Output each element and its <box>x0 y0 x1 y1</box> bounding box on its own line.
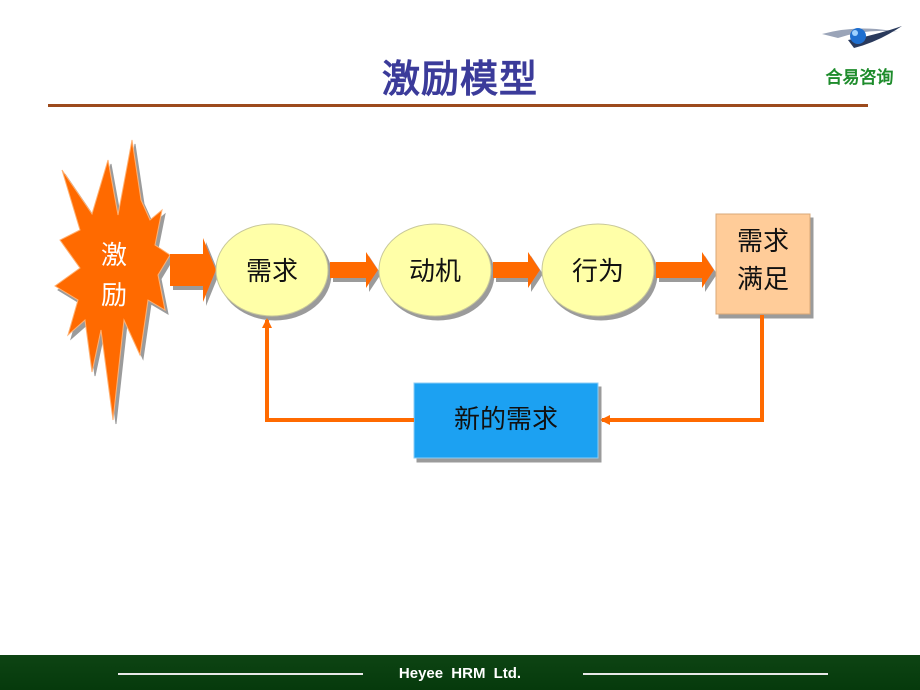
need-to-motive-arrow <box>330 252 378 288</box>
behavior-label: 行为 <box>572 257 624 287</box>
title-divider <box>48 104 868 107</box>
need-satisfied-label-line1: 需求 <box>737 227 789 257</box>
need-node <box>215 223 329 317</box>
brand-name: 合易咨询 <box>825 68 894 88</box>
footer-divider-left <box>118 673 363 675</box>
stimulus-label-line1: 激 <box>101 241 127 271</box>
stimulus-arrow <box>170 238 216 302</box>
stimulus-burst <box>54 139 171 421</box>
motivation-model-diagram: 激 励 需求 动机 行为 需求 满足 新的需求 <box>54 139 811 459</box>
new-need-label: 新的需求 <box>454 405 558 435</box>
footer-company-name: Heyee HRM Ltd. <box>398 665 522 682</box>
new-need-to-need-connector <box>262 318 414 422</box>
motive-node <box>378 223 492 317</box>
footer-divider-right <box>583 673 828 675</box>
need-label: 需求 <box>246 257 298 287</box>
footer-bar: Heyee HRM Ltd. <box>0 655 920 690</box>
need-satisfied-label-line2: 满足 <box>737 265 789 295</box>
stimulus-label-line2: 励 <box>101 281 127 311</box>
page-title: 激励模型 <box>381 57 538 101</box>
motive-to-behavior-arrow <box>493 252 540 288</box>
new-need-node <box>413 382 599 459</box>
motive-label: 动机 <box>409 257 461 287</box>
behavior-to-satisfied-arrow <box>656 252 714 288</box>
need-satisfied-node <box>715 213 811 315</box>
behavior-node <box>541 223 655 317</box>
satisfied-to-new-need-connector <box>600 315 764 425</box>
logo-icon <box>822 26 902 48</box>
